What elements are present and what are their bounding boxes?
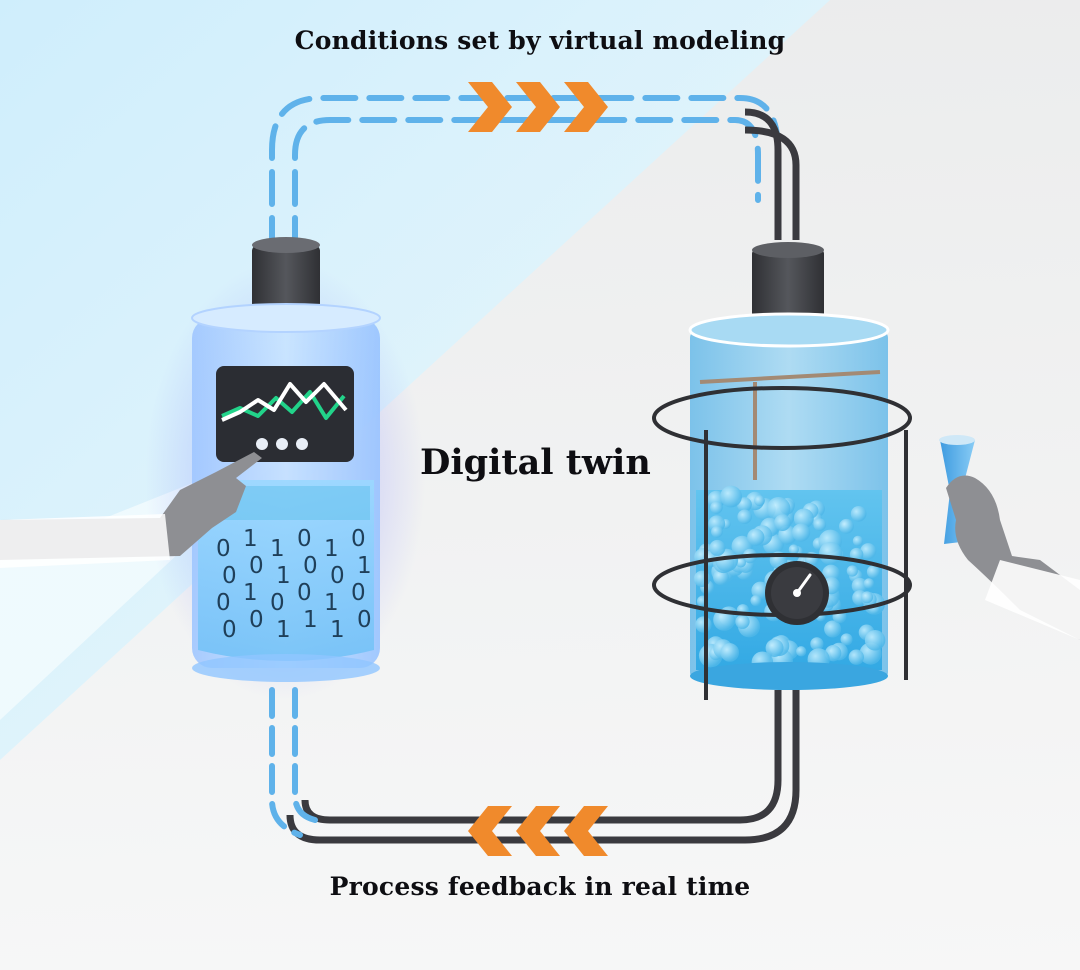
bubble [840,633,853,646]
binary-digit: 1 [303,607,318,633]
label-digital-twin: Digital twin [420,442,651,483]
bubble [737,509,752,525]
binary-digit: 0 [222,563,237,589]
bubble [822,564,840,583]
binary-digit: 1 [357,553,372,579]
bubble [796,646,807,657]
binary-digit: 0 [297,526,312,552]
bubble [710,501,723,514]
physical-reactor [652,242,912,700]
bubble [813,518,827,532]
binary-digit: 0 [357,607,372,633]
binary-digit: 1 [324,590,339,616]
bubble [765,639,784,657]
bubble [860,543,877,560]
bubble [810,637,824,651]
bubble [735,557,747,568]
bubble [852,535,864,547]
bubble [861,591,874,604]
binary-digit: 0 [216,536,231,562]
binary-digit: 0 [249,553,264,579]
virtual-reactor-cap [252,245,320,320]
binary-digit: 1 [243,580,258,606]
bubble [866,565,881,579]
binary-digit: 0 [270,590,285,616]
label-process-feedback: Process feedback in real time [329,872,751,901]
bubble [754,495,765,507]
hand-icon [0,452,262,568]
binary-digit: 0 [249,607,264,633]
binary-digit: 1 [243,526,258,552]
bubble [720,643,740,662]
binary-digit: 0 [351,526,366,552]
binary-digit: 0 [303,553,318,579]
bubble [793,508,814,529]
bubble [851,577,868,594]
physical-reactor-cap [752,248,824,323]
binary-digit: 1 [276,563,291,589]
bubble [864,629,886,651]
support-ring-top [652,386,912,450]
bottom-pipe [269,687,800,844]
bubble [839,518,854,534]
label-virtual-modeling: Conditions set by virtual modeling [294,26,786,55]
binary-digit: 0 [297,580,312,606]
binary-digit: 0 [222,617,237,643]
bubble [824,620,842,638]
binary-digit: 1 [324,536,339,562]
hand-holding-flask-icon [946,475,1080,640]
bubble [774,514,791,531]
bubble [711,525,723,538]
chevron-right-icon [468,82,608,132]
bubble [735,614,750,629]
bubble [709,539,726,556]
bubble [850,505,867,522]
bubble [713,569,729,586]
gauge-icon [765,561,829,625]
bubble [750,595,762,607]
bubble [747,528,765,546]
chevron-left-icon [468,806,608,856]
bubble [791,523,811,542]
binary-digit: 1 [276,617,291,643]
bubble [846,565,858,577]
binary-digit: 0 [216,590,231,616]
bubble [849,547,864,562]
binary-digit: 1 [330,617,345,643]
binary-digit: 0 [351,580,366,606]
bubble [848,649,864,665]
bubble [788,544,799,555]
binary-digit: 0 [330,563,345,589]
bubble [819,541,843,565]
binary-digit: 1 [270,536,285,562]
bubble [863,578,875,589]
bubble [751,581,770,600]
bubble [695,616,712,633]
bubble [720,485,742,508]
